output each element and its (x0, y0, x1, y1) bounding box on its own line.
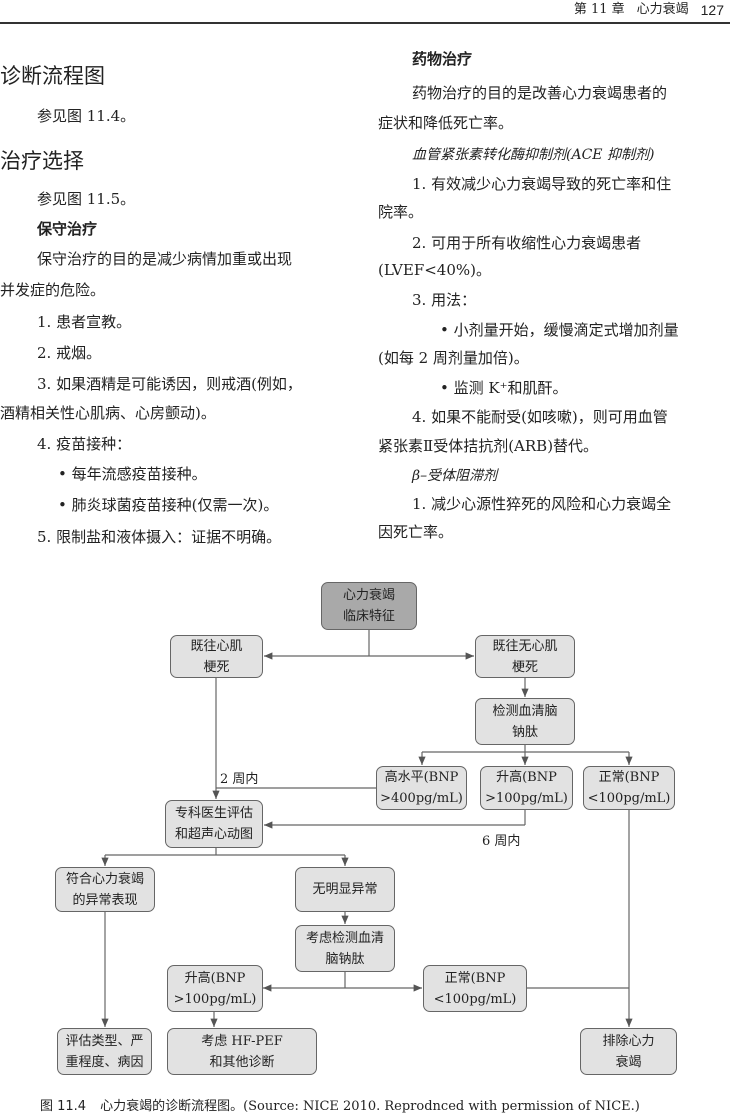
box-no-abnormal: 无明显异常 (295, 867, 395, 912)
see-figure-11-5: 参见图 11.5。 (37, 190, 136, 208)
list-item: 4. 疫苗接种： (37, 435, 132, 453)
list-item-cont: 酒精相关性心肌病、心房颤动)。 (0, 404, 216, 422)
list-item-cont: (LVEF<40%)。 (378, 261, 491, 279)
box-bnp-raised: 升高(BNP >100pg/mL) (480, 766, 573, 810)
list-item: 3. 用法： (412, 291, 477, 309)
box-no-prior-mi: 既往无心肌 梗死 (475, 635, 575, 678)
box-hf-clinical-features: 心力衰竭 临床特征 (321, 582, 417, 630)
heading-diagnosis-flowchart: 诊断流程图 (0, 64, 105, 88)
caption-text: 心力衰竭的诊断流程图。(Source: NICE 2010. Reprodnce… (100, 1099, 640, 1113)
bullet-item-cont: (如每 2 周剂量加倍)。 (378, 349, 529, 367)
box-bnp-high: 高水平(BNP >400pg/mL) (376, 766, 467, 810)
list-item: 3. 如果酒精是可能诱因，则戒酒(例如， (37, 375, 302, 393)
box-consider-bnp: 考虑检测血清 脑钠肽 (295, 925, 395, 972)
list-item-cont: 院率。 (378, 203, 424, 221)
chapter-title: 心力衰竭 (636, 2, 689, 17)
box-bnp-raised-2: 升高(BNP >100pg/mL) (167, 965, 263, 1012)
bullet-item: • 监测 K⁺和肌酐。 (440, 379, 568, 397)
bullet-item: • 每年流感疫苗接种。 (58, 465, 207, 483)
label-within-2-weeks: 2 周内 (220, 772, 259, 787)
page-number: 127 (700, 2, 724, 18)
figure-caption: 图 11.4 心力衰竭的诊断流程图。(Source: NICE 2010. Rep… (40, 1095, 640, 1113)
box-exclude-hf: 排除心力 衰竭 (580, 1028, 677, 1075)
list-item: 2. 可用于所有收缩性心力衰竭患者 (412, 234, 642, 252)
box-consider-hfpef: 考虑 HF-PEF 和其他诊断 (167, 1028, 317, 1075)
chapter-number: 第 11 章 (573, 2, 625, 17)
header-rule (0, 22, 730, 24)
paragraph-line: 保守治疗的目的是减少病情加重或出现 (37, 250, 293, 268)
box-test-bnp: 检测血清脑 钠肽 (475, 698, 575, 745)
label-within-6-weeks: 6 周内 (482, 834, 521, 849)
paragraph-line: 药物治疗的目的是改善心力衰竭患者的 (412, 84, 668, 102)
paragraph-line: 并发症的危险。 (0, 281, 106, 299)
see-figure-11-4: 参见图 11.4。 (37, 107, 136, 125)
bullet-item: • 小剂量开始，缓慢滴定式增加剂量 (440, 321, 679, 339)
heading-drug-therapy: 药物治疗 (412, 50, 473, 68)
list-item: 1. 减少心源性猝死的风险和心力衰竭全 (412, 495, 672, 513)
list-item: 5. 限制盐和液体摄入：证据不明确。 (37, 528, 282, 546)
box-bnp-normal: 正常(BNP <100pg/mL) (583, 766, 675, 810)
box-assess-type: 评估类型、严 重程度、病因 (57, 1028, 152, 1075)
box-hf-abnormal: 符合心力衰竭 的异常表现 (55, 867, 155, 912)
list-item: 1. 有效减少心力衰竭导致的死亡率和住 (412, 175, 672, 193)
heading-ace-inhibitors: 血管紧张素转化酶抑制剂(ACE 抑制剂) (412, 147, 655, 163)
list-item: 1. 患者宣教。 (37, 313, 132, 331)
running-header: 第 11 章 心力衰竭 127 (574, 0, 724, 20)
box-prior-mi: 既往心肌 梗死 (170, 635, 263, 678)
list-item-cont: 紧张素Ⅱ受体拮抗剂(ARB)替代。 (378, 437, 599, 455)
heading-conservative: 保守治疗 (37, 220, 98, 238)
heading-beta-blockers: β–受体阻滞剂 (412, 468, 498, 484)
bullet-item: • 肺炎球菌疫苗接种(仅需一次)。 (58, 496, 279, 514)
box-bnp-normal-2: 正常(BNP <100pg/mL) (423, 965, 527, 1012)
list-item: 2. 戒烟。 (37, 344, 102, 362)
box-specialist-echo: 专科医生评估 和超声心动图 (165, 800, 263, 848)
heading-treatment-options: 治疗选择 (0, 149, 84, 173)
list-item: 4. 如果不能耐受(如咳嗽)，则可用血管 (412, 408, 668, 426)
paragraph-line: 症状和降低死亡率。 (378, 114, 514, 132)
list-item-cont: 因死亡率。 (378, 523, 454, 541)
caption-label: 图 11.4 (40, 1099, 87, 1113)
